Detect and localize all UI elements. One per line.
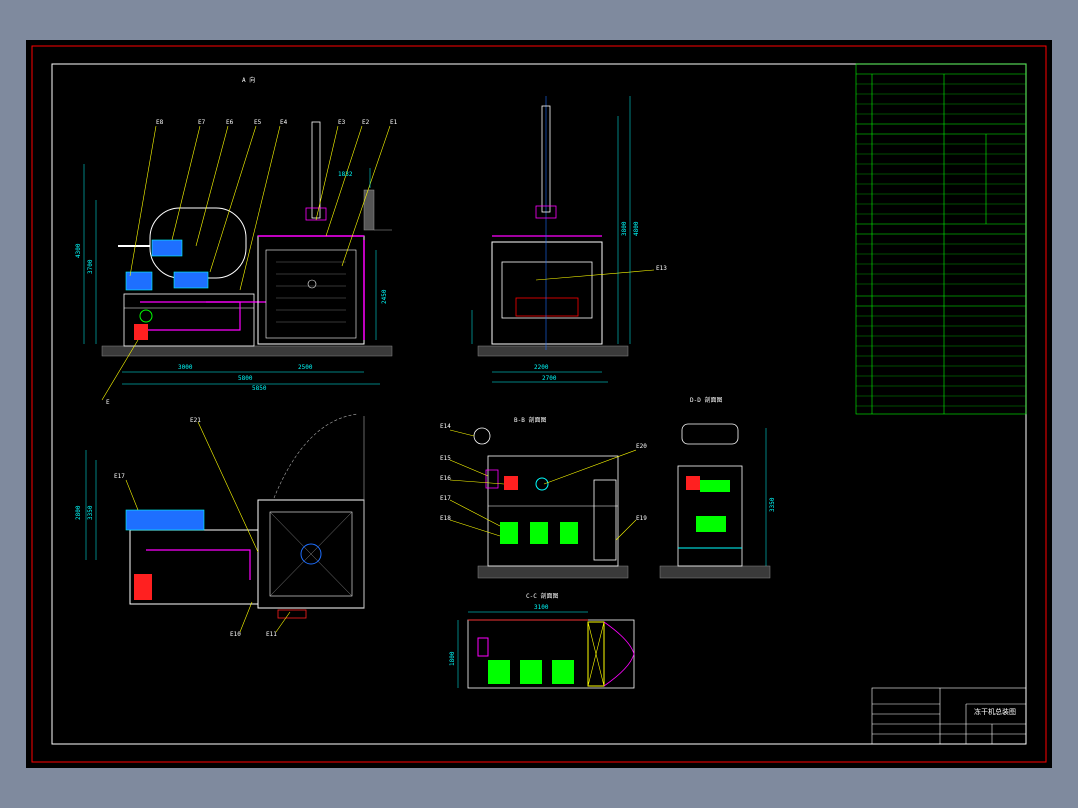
front-ground	[101, 345, 393, 357]
section-b-title: B-B 剖面图	[514, 417, 547, 424]
outer-border	[31, 45, 1047, 763]
callout-e15: E15	[440, 455, 451, 462]
dim-cc-h: 1800	[449, 651, 456, 666]
front-callout-leaders	[101, 125, 391, 401]
callout-e17: E17	[440, 495, 451, 502]
dim-front-total: 5800	[238, 375, 253, 382]
callout-e14: E14	[440, 423, 451, 430]
dim-side-w1: 2200	[534, 364, 549, 371]
callout-plan-e17: E17	[114, 473, 125, 480]
callout-e5: E5	[254, 119, 262, 126]
dim-front-gap: 1832	[338, 171, 353, 178]
section-c	[457, 611, 635, 689]
front-view-title: A 向	[242, 77, 256, 84]
callout-e8: E8	[156, 119, 164, 126]
callout-e6: E6	[226, 119, 234, 126]
inner-frame	[51, 63, 1027, 745]
hydraulic-column	[311, 121, 321, 219]
parts-tables	[855, 63, 1027, 415]
dim-side-w2: 2700	[542, 375, 557, 382]
dim-front-right: 2500	[298, 364, 313, 371]
drawing-canvas: A 向 B-B 剖面图 D-D 剖面图 C-C 剖面图 E8 E7 E6 E5 …	[26, 40, 1052, 768]
dim-bb-h: 3350	[769, 497, 776, 512]
callout-e21: E21	[190, 417, 201, 424]
section-d	[659, 423, 771, 579]
bb-pump-3	[560, 522, 578, 544]
dim-front-left: 3000	[178, 364, 193, 371]
side-view	[471, 96, 655, 383]
section-d-title: D-D 剖面图	[690, 397, 723, 404]
callout-e11: E11	[266, 631, 277, 638]
blue-pump-3	[125, 271, 153, 291]
callout-e1: E1	[390, 119, 398, 126]
drying-chamber	[257, 235, 365, 345]
dim-plan-h2: 3350	[87, 505, 94, 520]
section-c-title: C-C 剖面图	[526, 593, 559, 600]
title-block	[871, 687, 1027, 745]
dim-cc-w: 3100	[534, 604, 549, 611]
bb-pump-2	[530, 522, 548, 544]
cad-drawing	[31, 45, 1047, 763]
bb-pump-1	[500, 522, 518, 544]
section-b	[449, 427, 637, 579]
callout-e3: E3	[338, 119, 346, 126]
dim-front-total-b: 5850	[252, 385, 267, 392]
blue-pump-2	[173, 271, 209, 289]
callout-e: E	[106, 399, 110, 406]
callout-e2: E2	[362, 119, 370, 126]
front-view	[83, 121, 393, 401]
callout-e18: E18	[440, 515, 451, 522]
plan-blue-units	[125, 509, 205, 531]
callout-e19: E19	[636, 515, 647, 522]
callout-e10: E10	[230, 631, 241, 638]
title-block-title: 冻干机总装图	[974, 708, 1016, 716]
dim-side-h1: 3800	[621, 221, 628, 236]
callout-e13: E13	[656, 265, 667, 272]
callout-e16: E16	[440, 475, 451, 482]
dim-front-h2: 3700	[87, 259, 94, 274]
front-dimensions	[83, 164, 380, 385]
red-motor	[134, 324, 148, 340]
callout-e20: E20	[636, 443, 647, 450]
dim-front-h1: 4300	[75, 243, 82, 258]
callout-e4: E4	[280, 119, 288, 126]
dim-front-h3: 2450	[381, 289, 388, 304]
table-rows	[856, 83, 1026, 407]
dim-plan-h1: 2800	[75, 505, 82, 520]
dim-side-h2: 4800	[633, 221, 640, 236]
callout-e7: E7	[198, 119, 206, 126]
plan-view	[85, 413, 365, 633]
blue-pump-1	[151, 239, 183, 257]
side-chamber	[491, 241, 603, 345]
